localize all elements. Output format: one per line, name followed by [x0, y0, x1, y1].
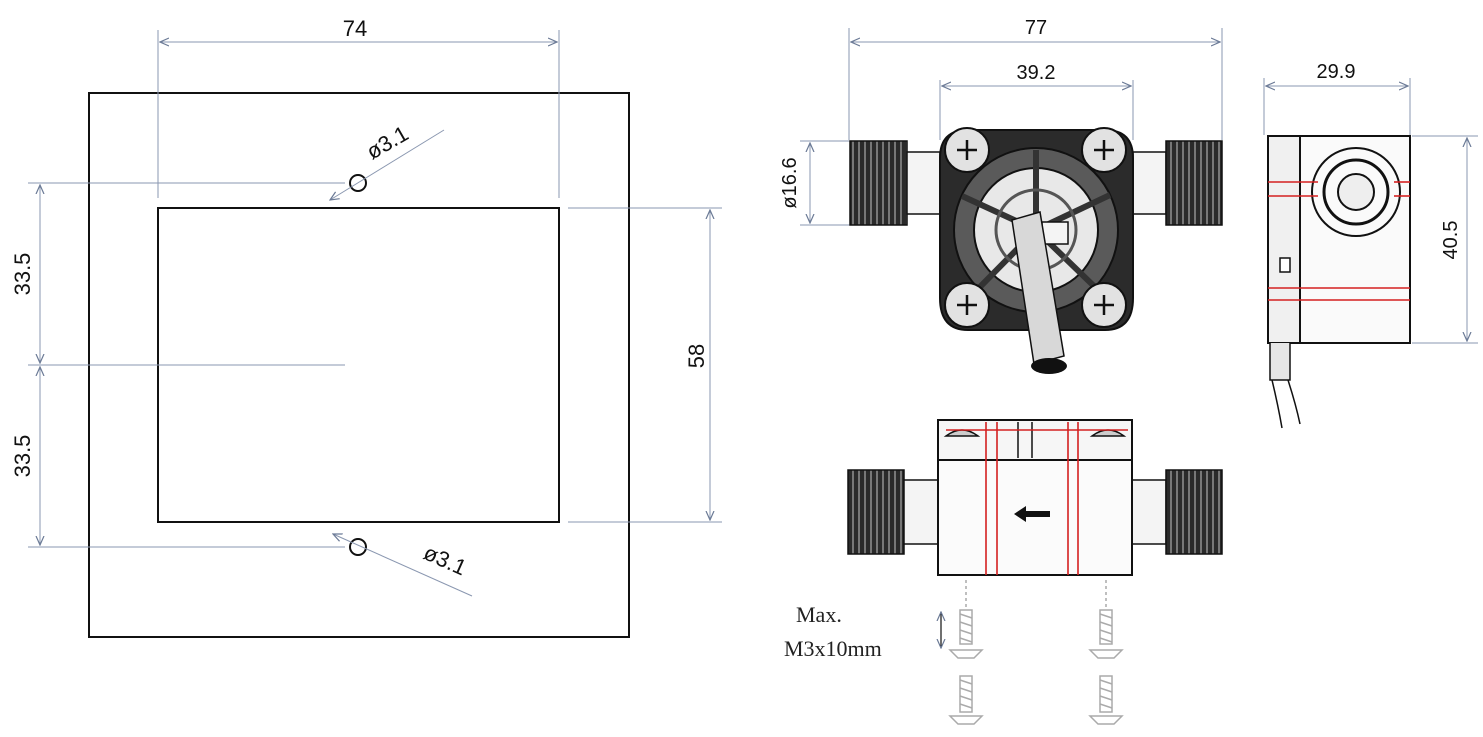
side-view: 29.9 40.5 — [1263, 61, 1478, 429]
left-pipe — [906, 151, 941, 215]
mounting-screw-4 — [1088, 675, 1124, 725]
bottom-cover — [937, 419, 1133, 461]
overall-length-dimension: 77 — [1025, 17, 1047, 39]
depth-dimension: 29.9 — [1317, 61, 1356, 83]
side-clip — [1279, 257, 1291, 273]
top-hole-leader — [330, 129, 445, 200]
side-cable-gland — [1269, 343, 1291, 381]
width-dimension: 74 — [343, 16, 367, 41]
side-markings — [1268, 181, 1410, 301]
front-view: 77 39.2 ø16.6 — [779, 17, 1223, 374]
screw-note-line1: Max. — [796, 602, 842, 627]
side-port-outer — [1311, 147, 1401, 237]
lower-half-dimension: 33.5 — [10, 435, 35, 478]
top-hole-label: ø3.1 — [362, 121, 413, 165]
right-pipe — [1132, 151, 1167, 215]
screw-boss-bottom-left — [944, 282, 990, 328]
screw-boss-top-right — [1081, 127, 1127, 173]
side-port-middle — [1322, 158, 1390, 226]
mounting-screw-3 — [948, 675, 984, 725]
cable-end — [1031, 358, 1067, 374]
upper-half-dimension: 33.5 — [10, 253, 35, 296]
height-dimension: 58 — [684, 344, 709, 368]
bottom-hole-leader — [333, 534, 473, 597]
mounting-screw-2 — [1088, 580, 1124, 659]
bottom-left-thread — [847, 469, 905, 555]
mounting-screw-1 — [948, 580, 984, 659]
screw-boss-top-left — [944, 127, 990, 173]
flow-direction-arrow — [1014, 506, 1050, 522]
side-cable — [1271, 379, 1301, 429]
side-height-dimension: 40.5 — [1440, 221, 1462, 260]
left-thread — [849, 140, 908, 226]
side-cover — [1267, 135, 1301, 344]
cable-outlet — [1011, 211, 1065, 365]
top-mounting-hole — [349, 174, 367, 192]
side-body — [1299, 135, 1411, 344]
bottom-view: Max. M3x10mm — [784, 419, 1223, 725]
right-thread — [1165, 140, 1223, 226]
panel-cutout-drawing: 74 58 33.5 33.5 ø3.1 ø3.1 — [10, 16, 722, 638]
body-width-dimension: 39.2 — [1017, 62, 1056, 84]
bottom-markings — [946, 422, 1128, 575]
screw-boss-bottom-right — [1081, 282, 1127, 328]
bottom-left-pipe — [903, 479, 941, 545]
bottom-hole-label: ø3.1 — [420, 540, 470, 581]
bottom-body — [937, 459, 1133, 576]
bottom-right-pipe — [1129, 479, 1167, 545]
side-port-inner — [1337, 173, 1375, 211]
sensor-tab — [1041, 221, 1069, 245]
screw-note-line2: M3x10mm — [784, 636, 882, 661]
bottom-mounting-hole — [349, 538, 367, 556]
thread-diameter-dimension: ø16.6 — [779, 157, 801, 208]
bottom-right-thread — [1165, 469, 1223, 555]
